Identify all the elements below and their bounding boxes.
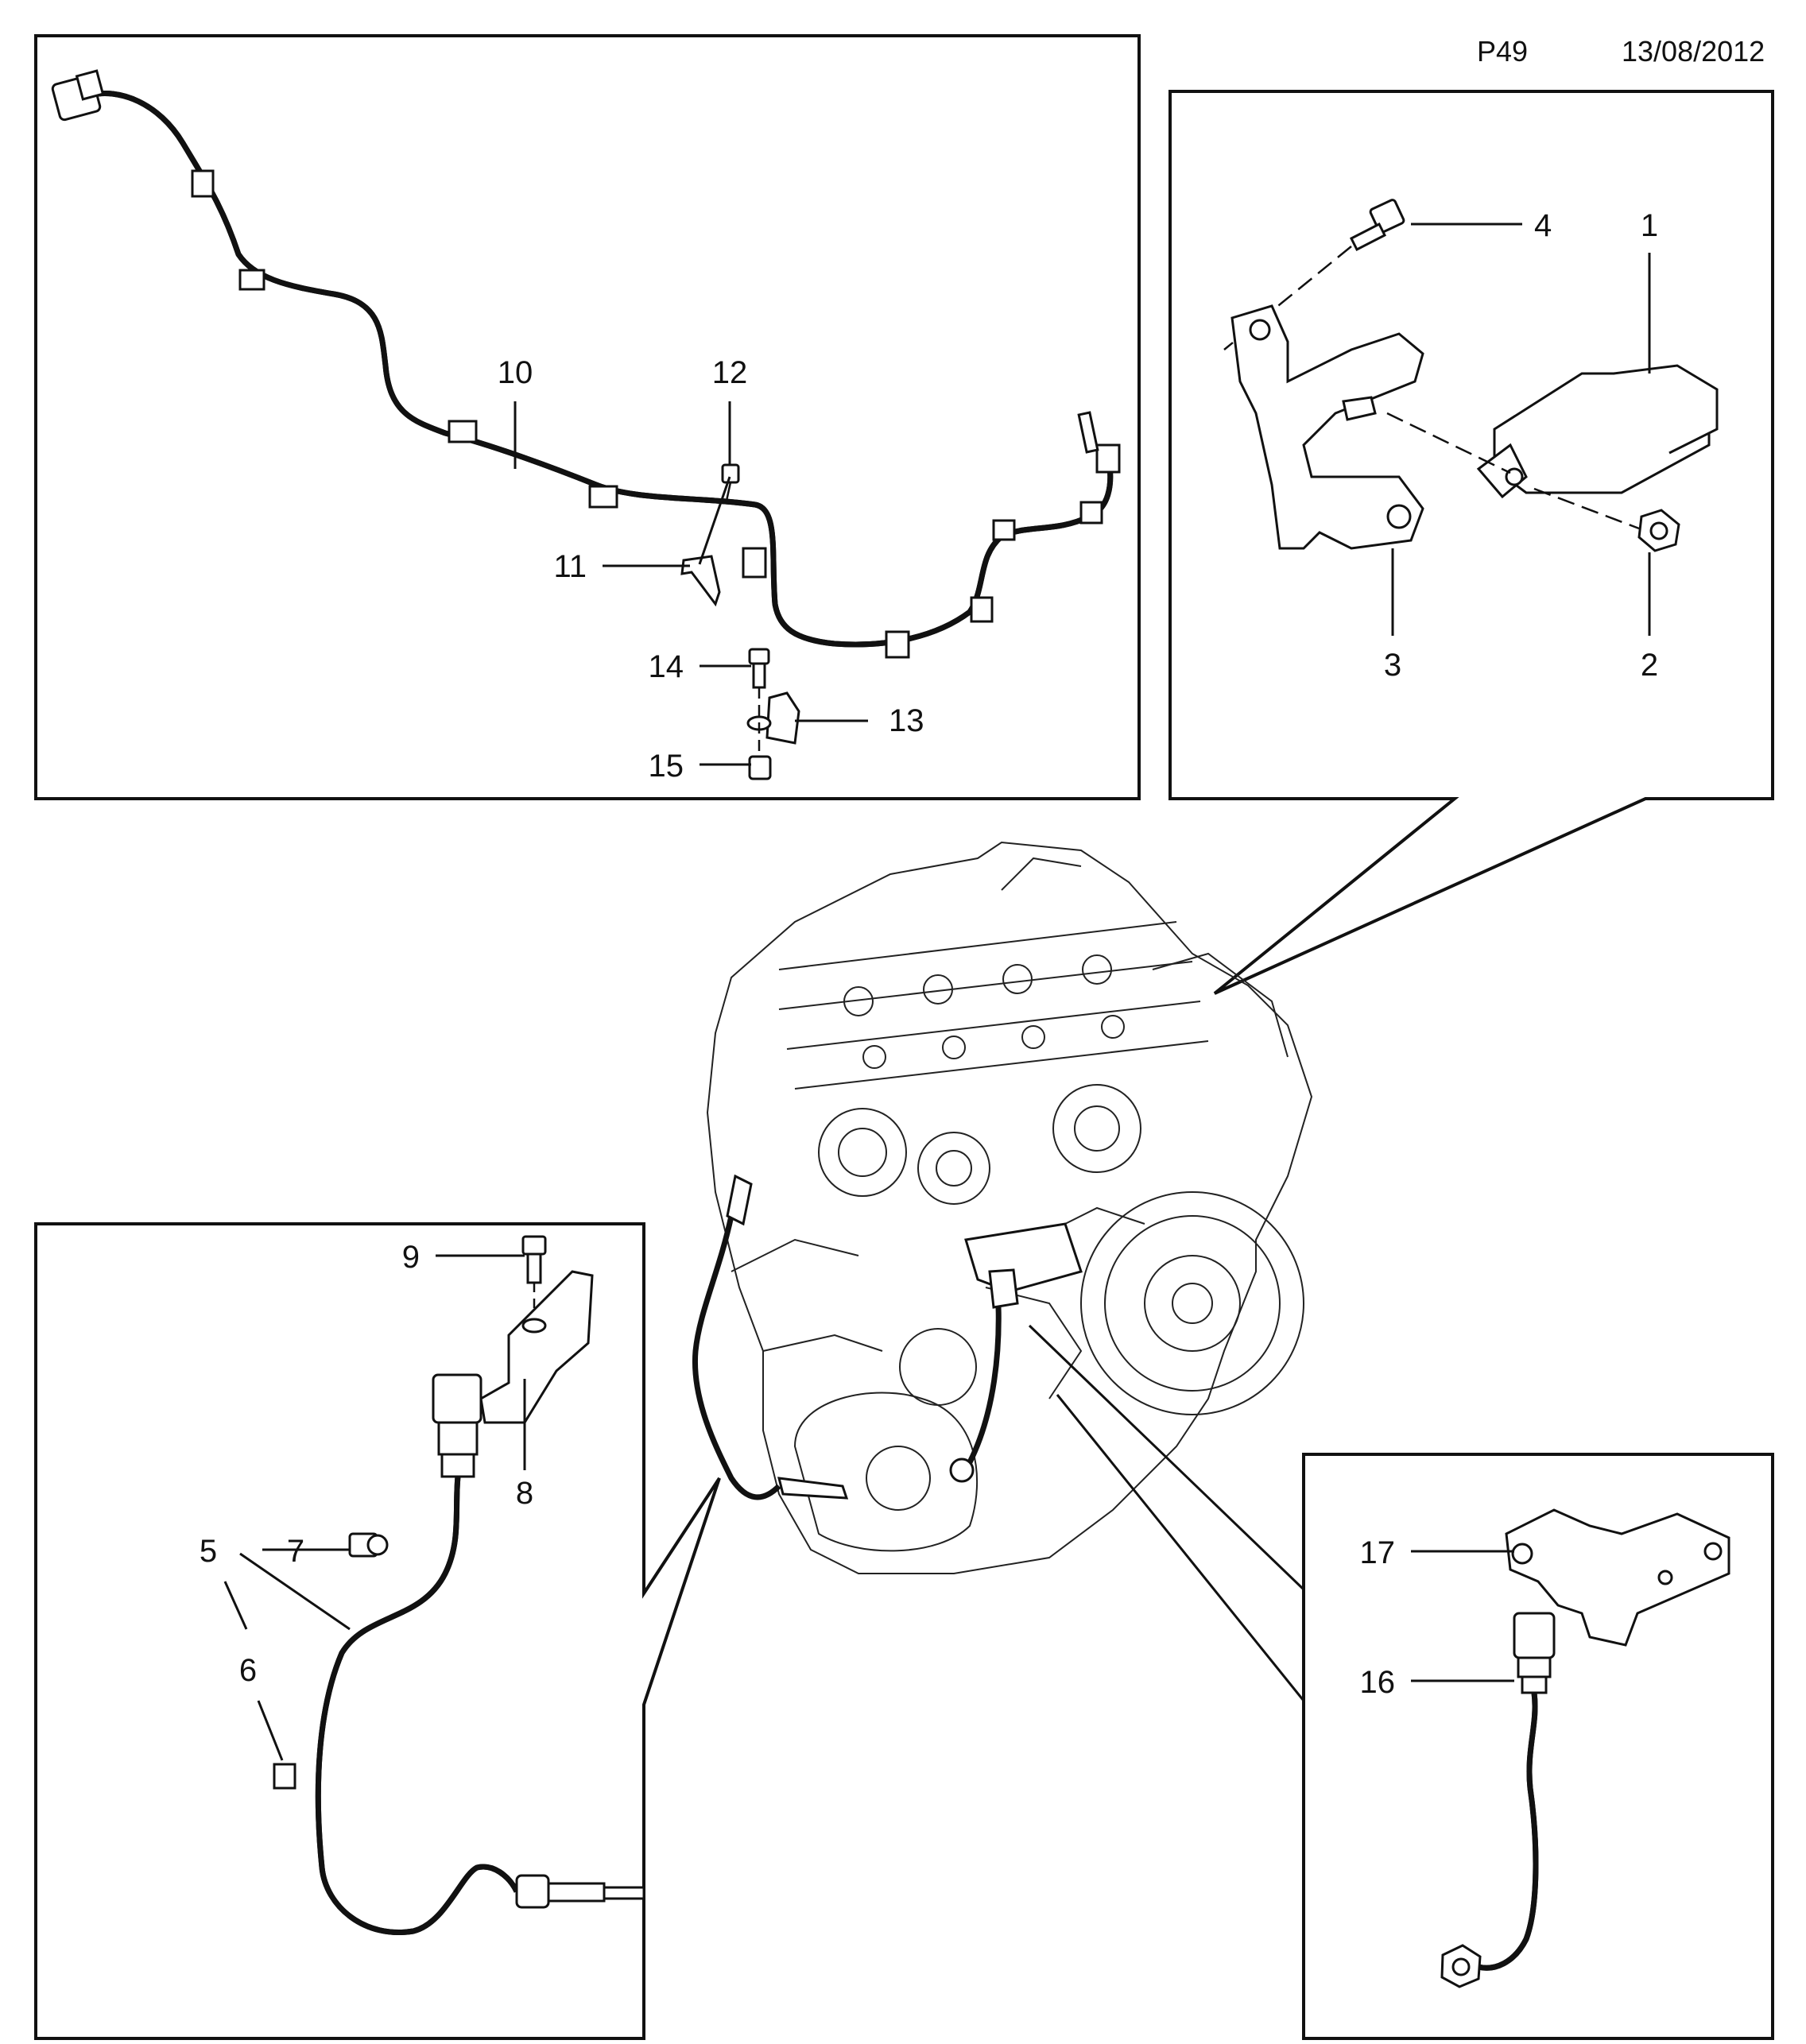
pressure-sensor-1 [1476, 364, 1719, 499]
sensor-connector [432, 1373, 483, 1478]
callout-10: 10 [498, 355, 533, 390]
panel-bottom-left: 9 8 5 7 6 [34, 1222, 721, 2040]
bracket-17 [1505, 1508, 1730, 1647]
callout-6: 6 [239, 1653, 257, 1688]
harness-clip [992, 519, 1016, 541]
harness-clip [588, 485, 618, 509]
panel-top-left: 10 12 11 14 13 15 [34, 34, 1141, 800]
callout-11: 11 [553, 549, 587, 584]
harness-clip [191, 169, 215, 198]
panel-top-right-border [1168, 90, 1774, 995]
callout-14: 14 [649, 649, 684, 684]
callout-12: 12 [712, 355, 748, 390]
callout-4: 4 [1534, 208, 1552, 243]
clip-7 [348, 1532, 389, 1558]
callout-17: 17 [1360, 1535, 1396, 1570]
nut-15 [748, 755, 772, 780]
engine-bracket [964, 1222, 1083, 1293]
harness-clip [885, 630, 910, 659]
harness-clip [742, 547, 767, 579]
harness-clip [970, 596, 994, 623]
engine-harness-connector [726, 1174, 753, 1226]
bracket-3 [1230, 304, 1424, 550]
callout-8: 8 [516, 1476, 533, 1511]
bracket-8 [479, 1270, 594, 1424]
harness-clip [238, 269, 265, 291]
exhaust-temp-sensor-harness [51, 69, 1121, 659]
exhaust-temp-sensor-5 [515, 1874, 645, 1909]
callout-7: 7 [287, 1534, 304, 1569]
callout-1: 1 [1641, 208, 1658, 243]
callout-13: 13 [889, 703, 924, 738]
bracket-13 [746, 691, 800, 745]
panel-bottom-right: 17 16 [1302, 1453, 1774, 2040]
nut-2 [1637, 509, 1680, 552]
bracket-11 [680, 555, 721, 607]
panel-bottom-left-border [34, 1222, 721, 2040]
harness-clip [448, 420, 478, 443]
callout-2: 2 [1641, 648, 1658, 683]
engine-harness-sensor [777, 1477, 849, 1500]
harness-clip [1079, 501, 1103, 525]
sensor-probe [1077, 411, 1099, 454]
bolt-14 [748, 648, 770, 689]
engine-sensor-port [949, 1458, 975, 1483]
bolt-4 [1349, 199, 1405, 252]
sensor-body [1095, 443, 1121, 474]
callout-9: 9 [402, 1240, 420, 1275]
bolt-12 [721, 463, 740, 501]
diagram-date: 13/08/2012 [1622, 35, 1765, 68]
page-code: P49 [1477, 35, 1529, 68]
panel-top-right: 4 1 3 2 [1168, 90, 1774, 995]
callout-5: 5 [200, 1534, 217, 1569]
callout-16: 16 [1360, 1665, 1396, 1700]
engine-assembly [692, 841, 1313, 1574]
connector-16 [1513, 1612, 1556, 1694]
callout-3: 3 [1384, 648, 1401, 683]
panel-top-left-border [34, 34, 1141, 800]
sensor-probe-16 [1440, 1944, 1482, 1988]
clip-6 [273, 1763, 296, 1790]
callout-15: 15 [649, 749, 684, 784]
